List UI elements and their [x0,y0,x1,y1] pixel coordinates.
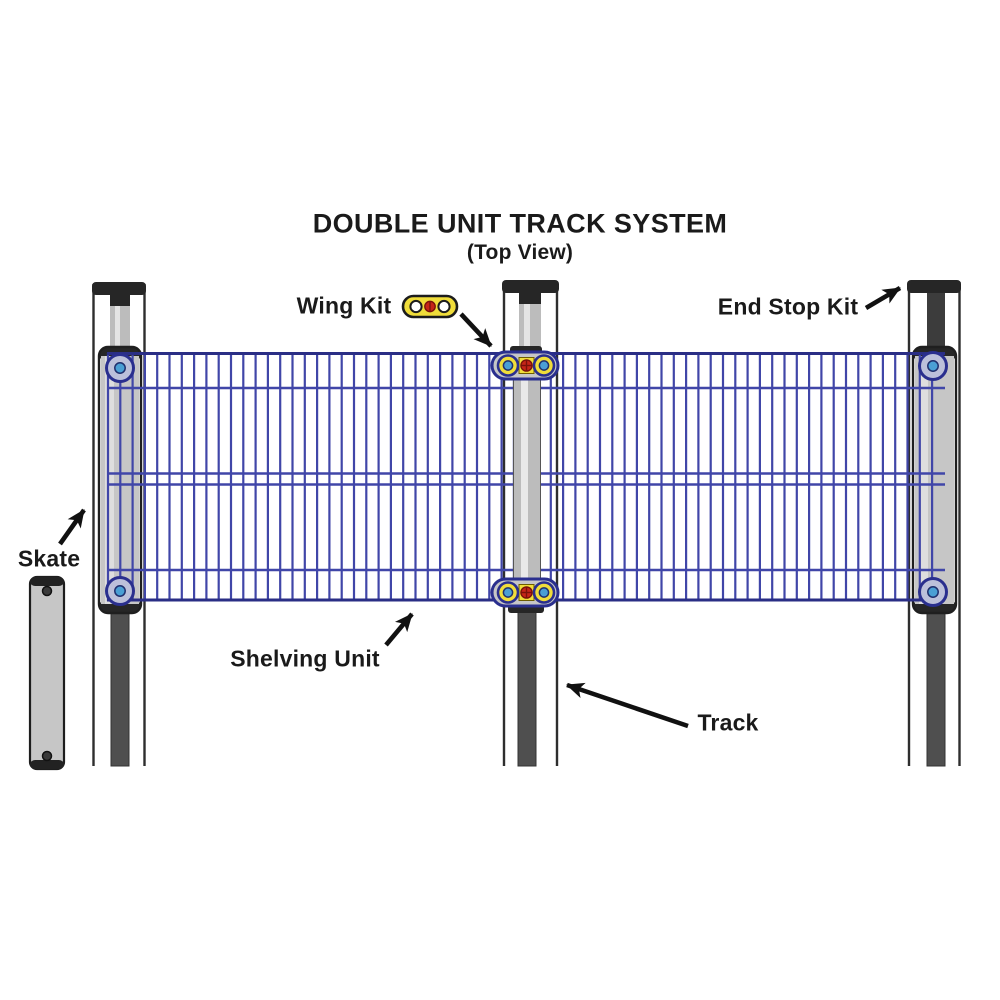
label-end-stop-kit: End Stop Kit [717,293,859,320]
right-track [926,612,946,767]
skate-hole [41,750,53,762]
page-title: DOUBLE UNIT TRACK SYSTEM [312,208,728,239]
right-post-cap [907,280,961,293]
right-post [907,280,961,766]
center-post-cap [502,280,559,293]
callout-arrows [58,286,902,729]
wing-kit-assembly-bottom [490,577,560,613]
wing-kit-icon [401,294,459,319]
page-subtitle: (Top View) [466,241,574,264]
end-stop-kit-arrow [864,286,902,310]
wing-kit-arrow [459,312,493,348]
shelving-unit-arrow [384,612,414,647]
center-post-stem [513,375,541,583]
left-post-cap [92,282,146,295]
wing-kit-assembly-top [490,346,560,381]
skate-part [28,575,66,771]
end-stop-bracket [927,290,945,352]
skate-hole [41,585,53,597]
label-skate: Skate [17,545,81,572]
label-track: Track [697,709,759,736]
skate-arrow [58,508,86,546]
label-wing-kit: Wing Kit [296,292,392,319]
center-track [517,610,537,767]
label-shelving-unit: Shelving Unit [230,645,380,672]
shelf-corner-grommets [105,351,948,607]
shelving-grid-vertical-wires [106,353,934,601]
left-track [110,611,130,767]
track-arrow [566,682,689,729]
